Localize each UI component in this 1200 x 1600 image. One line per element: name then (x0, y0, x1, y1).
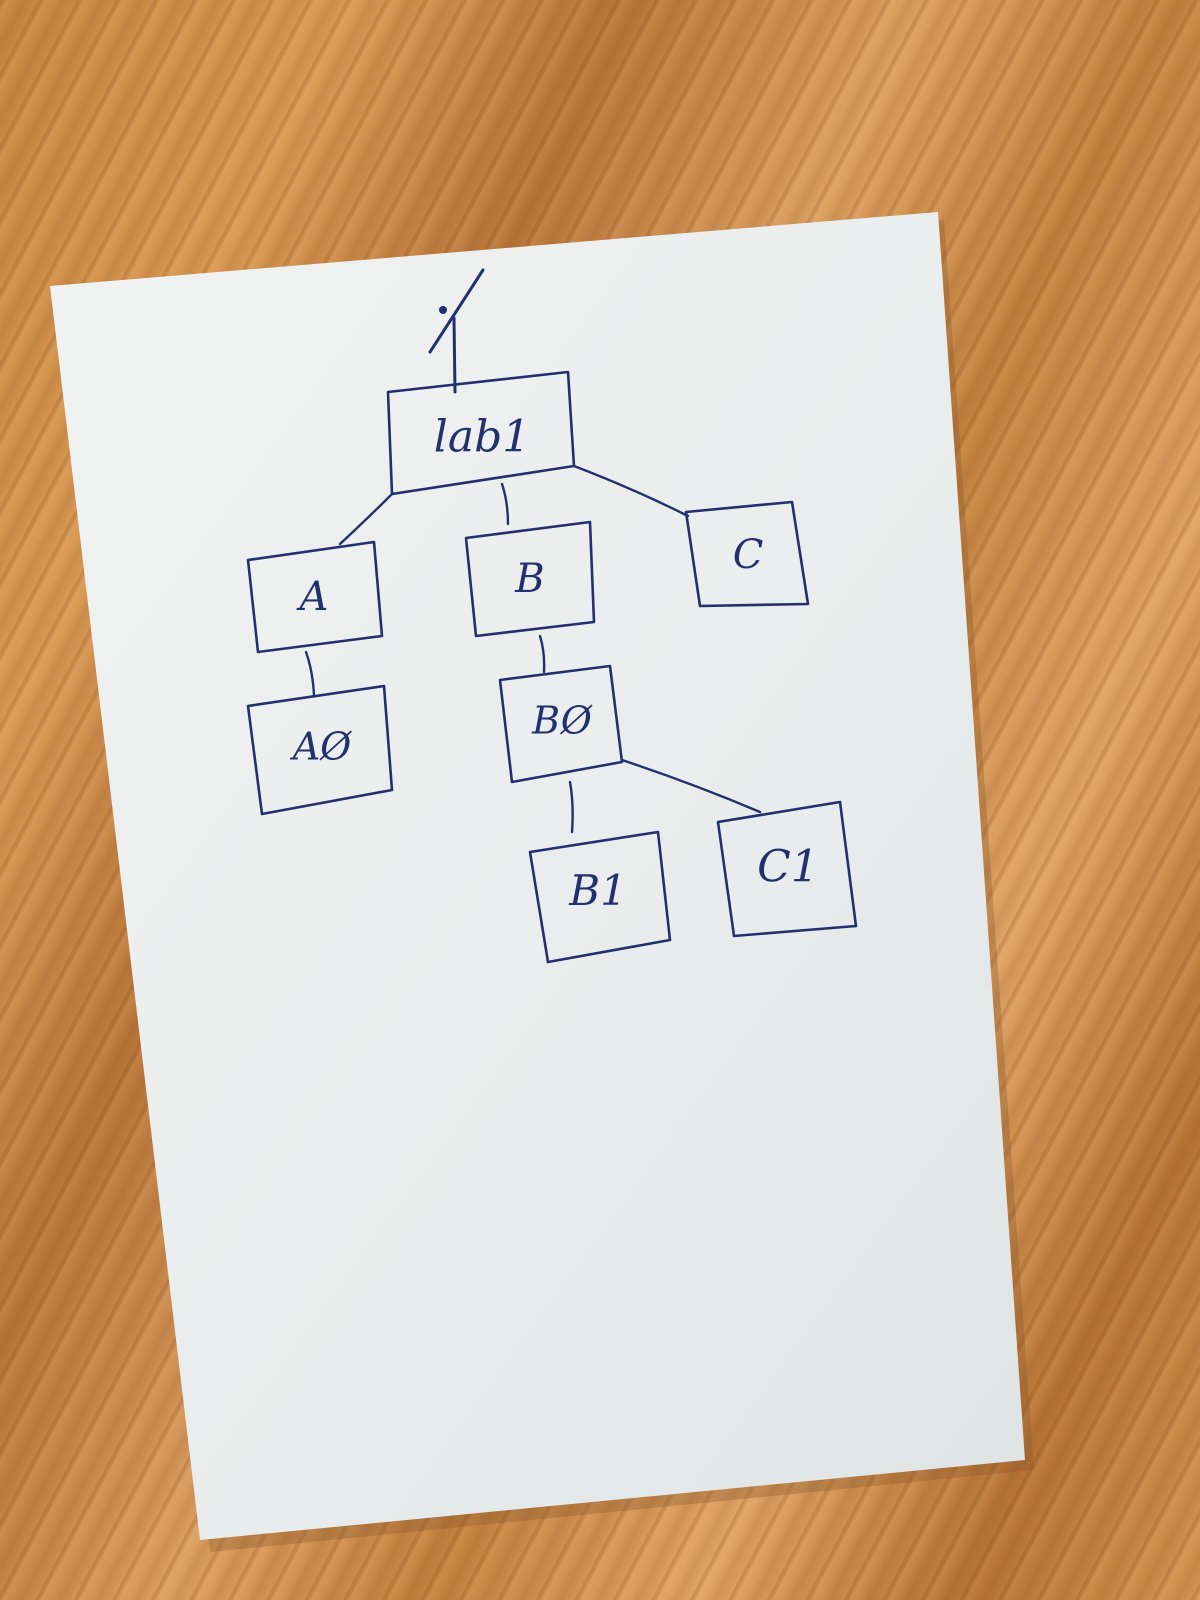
node-c: C (684, 500, 810, 608)
node-label-a: A (296, 574, 329, 620)
node-label-b0: BØ (531, 699, 593, 743)
node-label-a0: AØ (290, 725, 352, 769)
edge-lab1-a (338, 492, 394, 546)
edge-lab1-c (572, 464, 690, 518)
node-box-a (246, 540, 384, 654)
node-a: A (246, 540, 384, 654)
node-label-b: B (514, 556, 544, 602)
node-box-lab1 (386, 370, 576, 496)
node-b1: B1 (528, 830, 672, 964)
node-box-a0 (246, 684, 394, 816)
edge-b-b0 (538, 634, 546, 674)
paper-surface (50, 212, 1025, 1540)
node-a0: AØ (246, 684, 394, 816)
node-label-lab1: lab1 (434, 412, 530, 463)
node-label-c: C (733, 532, 764, 578)
edge-b0-b1 (568, 780, 574, 834)
node-c1: C1 (716, 800, 858, 938)
node-b0: BØ (498, 664, 624, 784)
node-b: B (464, 520, 596, 638)
node-box-c (684, 500, 810, 608)
edge-a-a0 (304, 650, 316, 698)
edge-b0-c1 (620, 758, 762, 814)
edge-layer (304, 464, 762, 834)
node-lab1: lab1 (386, 370, 576, 496)
node-label-c1: C1 (757, 842, 819, 893)
node-box-b0 (498, 664, 624, 784)
node-box-b (464, 520, 596, 638)
node-box-b1 (528, 830, 672, 964)
node-label-b1: B1 (568, 866, 627, 915)
node-box-c1 (716, 800, 858, 938)
edge-lab1-b (500, 482, 510, 526)
root-marker: / (428, 268, 485, 394)
